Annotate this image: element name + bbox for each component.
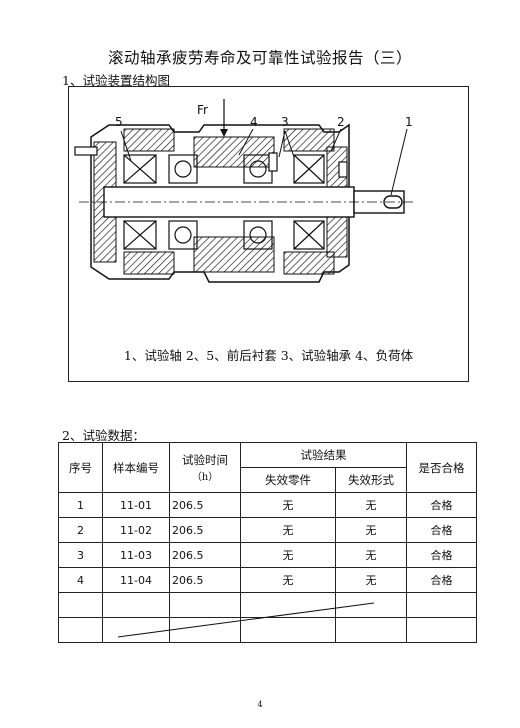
diagram-caption: 1、试验轴 2、5、前后衬套 3、试验轴承 4、负荷体 — [123, 348, 414, 363]
cell-seq: 2 — [58, 517, 103, 543]
cell-pass: 合格 — [406, 492, 477, 518]
cell-mode: 无 — [335, 517, 407, 543]
cell-part: 无 — [240, 492, 336, 518]
test-data-table: 序号 样本编号 试验时间 （h） 试验结果 是否合格 失效零件 失效形式 1 1… — [58, 442, 477, 643]
header-time-unit: （h） — [191, 472, 219, 483]
header-time-label: 试验时间 — [182, 453, 228, 467]
cell-seq: 4 — [58, 567, 103, 593]
cell-time: 206.5 — [169, 567, 241, 593]
cell-pass: 合格 — [406, 542, 477, 568]
table-row: 4 11-04 206.5 无 无 合格 — [58, 567, 477, 593]
page-number: 4 — [257, 700, 263, 709]
cell-sample: 11-01 — [102, 492, 170, 518]
header-failure-mode: 失效形式 — [335, 467, 407, 493]
cell-pass: 合格 — [406, 567, 477, 593]
cell-pass: 合格 — [406, 517, 477, 543]
cell-mode: 无 — [335, 492, 407, 518]
cell-time: 206.5 — [169, 517, 241, 543]
cell-part: 无 — [240, 567, 336, 593]
cell-mode: 无 — [335, 567, 407, 593]
part-number-1: 1 — [405, 115, 413, 129]
cell-seq: 3 — [58, 542, 103, 568]
cell-time: 206.5 — [169, 492, 241, 518]
table-header-row-1: 序号 样本编号 试验时间 （h） 试验结果 是否合格 — [58, 442, 477, 493]
table-row: 2 11-02 206.5 无 无 合格 — [58, 517, 477, 543]
table-header-row-2: 失效零件 失效形式 — [59, 467, 477, 493]
load-label: Fr — [197, 103, 208, 117]
cell-part: 无 — [240, 517, 336, 543]
cell-sample: 11-02 — [102, 517, 170, 543]
report-title: 滚动轴承疲劳寿命及可靠性试验报告（三） — [107, 49, 412, 67]
part-number-3: 3 — [281, 115, 289, 129]
table-row: 1 11-01 206.5 无 无 合格 — [58, 492, 477, 518]
housing-outline — [90, 123, 350, 283]
empty-row — [58, 617, 477, 643]
part-number-2: 2 — [337, 115, 345, 129]
cell-time: 206.5 — [169, 542, 241, 568]
table-row: 3 11-03 206.5 无 无 合格 — [58, 542, 477, 568]
section-data-heading: 2、试验数据： — [62, 428, 145, 443]
header-failed-part: 失效零件 — [240, 467, 336, 493]
cell-mode: 无 — [335, 542, 407, 568]
test-bearings — [123, 154, 325, 250]
header-seq: 序号 — [58, 442, 103, 493]
cell-sample: 11-04 — [102, 567, 170, 593]
bearing-test-rig-drawing — [74, 99, 414, 283]
section-structure-heading: 1、试验装置结构图 — [62, 73, 170, 88]
header-result: 试验结果 — [240, 442, 407, 468]
structure-diagram: Fr 5 4 3 2 1 1、试验轴 2、5、前后衬套 3、试验轴承 4、负荷体 — [68, 86, 469, 382]
cell-sample: 11-03 — [102, 542, 170, 568]
cell-seq: 1 — [58, 492, 103, 518]
header-time: 试验时间 （h） — [169, 442, 241, 493]
header-pass: 是否合格 — [406, 442, 477, 493]
cell-part: 无 — [240, 542, 336, 568]
part-number-4: 4 — [250, 115, 258, 129]
empty-row — [58, 592, 477, 618]
header-sample: 样本编号 — [102, 442, 170, 493]
part-number-5: 5 — [115, 115, 123, 129]
